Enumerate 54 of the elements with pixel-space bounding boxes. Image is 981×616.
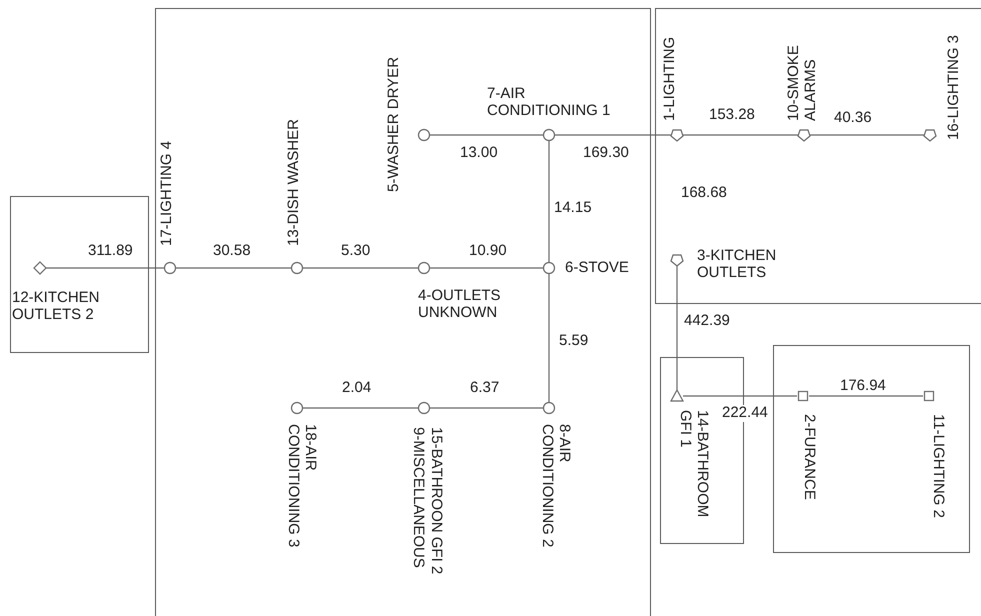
wire-line xyxy=(676,266,678,390)
circle-marker xyxy=(542,261,556,275)
square-marker xyxy=(796,389,810,403)
wire-line xyxy=(810,134,924,136)
wire-line xyxy=(683,395,797,397)
wire-line xyxy=(683,134,798,136)
circle-marker xyxy=(542,401,556,415)
node-label: 12-KITCHEN OUTLETS 2 xyxy=(12,290,101,323)
wire-line xyxy=(548,274,550,402)
wire-line xyxy=(303,267,418,269)
node-label: 18-AIR CONDITIONING 3 xyxy=(285,424,318,550)
group-box xyxy=(10,196,149,353)
length-label: 168.68 xyxy=(681,185,727,202)
node-label: 10-SMOKE ALARMS xyxy=(786,44,819,121)
wire-line xyxy=(809,395,923,397)
node-label: 14-BATHROOM GFI 1 xyxy=(677,410,710,520)
pentagon-marker xyxy=(797,128,811,142)
edge-label: 222.44 xyxy=(722,405,768,422)
node-label: 2-FURANCE xyxy=(800,414,817,502)
node-label: 4-OUTLETS UNKNOWN xyxy=(418,288,502,321)
node-label: 11-LIGHTING 2 xyxy=(930,414,946,520)
wire-line xyxy=(176,267,291,269)
node-label: 13-DISH WASHER xyxy=(286,118,302,246)
circle-marker xyxy=(290,261,304,275)
circle-marker xyxy=(163,261,177,275)
triangle-marker xyxy=(670,389,684,403)
circle-marker xyxy=(290,401,304,415)
node-label: 17-LIGHTING 4 xyxy=(159,140,176,246)
circle-marker xyxy=(417,401,431,415)
wire-line xyxy=(555,134,671,136)
node-label: 5-WASHER DRYER xyxy=(386,56,402,192)
pentagon-marker xyxy=(670,253,684,267)
wire-line xyxy=(430,407,543,409)
wire-line xyxy=(303,407,418,409)
node-label: 3-KITCHEN OUTLETS xyxy=(697,248,778,281)
circle-marker xyxy=(542,128,556,142)
group-box xyxy=(773,345,970,553)
wire-line xyxy=(46,267,164,269)
circle-marker xyxy=(417,128,431,142)
node-label: 8-AIR CONDITIONING 2 xyxy=(539,424,572,550)
wire-line xyxy=(548,141,550,262)
pentagon-marker xyxy=(923,128,937,142)
node-label: 9-MISCELLANEOUS xyxy=(410,427,426,570)
diamond-marker xyxy=(33,261,47,275)
circle-marker xyxy=(417,261,431,275)
pentagon-marker xyxy=(670,128,684,142)
node-label: 15-BATHROON GFI 2 xyxy=(428,427,444,576)
node-label: 6-STOVE xyxy=(565,260,630,276)
node-label: 16-LIGHTING 3 xyxy=(946,34,962,140)
node-label: 7-AIR CONDITIONING 1 xyxy=(487,86,612,119)
node-label: 1-LIGHTING xyxy=(662,36,678,121)
square-marker xyxy=(922,389,936,403)
wire-line xyxy=(430,267,543,269)
wire-line xyxy=(430,134,543,136)
